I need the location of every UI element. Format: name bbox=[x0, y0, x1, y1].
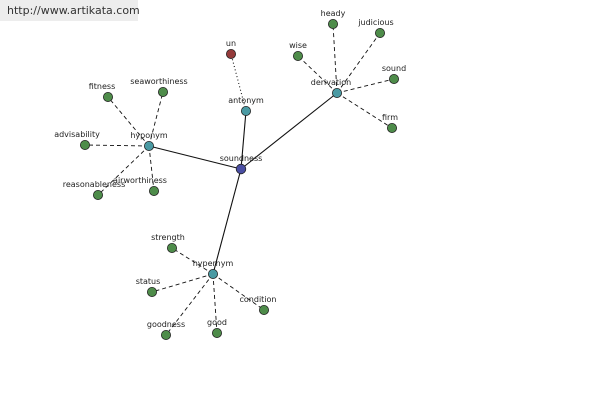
node-heady[interactable] bbox=[327, 18, 338, 29]
edge-antonym-un bbox=[230, 53, 247, 112]
node-good[interactable] bbox=[211, 327, 222, 338]
label-airworthiness: airworthiness bbox=[113, 176, 167, 185]
node-advisability[interactable] bbox=[80, 139, 91, 150]
edge-center-hyponym bbox=[148, 145, 242, 170]
nodes-layer bbox=[80, 18, 399, 340]
node-judicious[interactable] bbox=[374, 27, 385, 38]
edge-hyponym-seaworthiness bbox=[148, 91, 164, 147]
node-airworthiness[interactable] bbox=[148, 185, 159, 196]
edge-center-hypernym bbox=[212, 168, 242, 275]
label-condition: condition bbox=[240, 295, 277, 304]
label-goodness: goodness bbox=[147, 320, 185, 329]
edge-derivation-heady bbox=[332, 23, 338, 94]
node-seaworthiness[interactable] bbox=[157, 87, 168, 98]
node-antonym[interactable] bbox=[240, 106, 251, 117]
edge-hyponym-reasonableness bbox=[97, 145, 150, 196]
edge-hypernym-good bbox=[212, 273, 218, 334]
node-strength[interactable] bbox=[166, 242, 177, 253]
label-derivation: derivation bbox=[311, 78, 351, 87]
label-un: un bbox=[226, 39, 236, 48]
edges-layer bbox=[84, 23, 395, 336]
node-status[interactable] bbox=[146, 286, 157, 297]
node-goodness[interactable] bbox=[160, 329, 171, 340]
edge-hyponym-airworthiness bbox=[148, 145, 155, 192]
node-hyponym[interactable] bbox=[143, 140, 154, 151]
edge-derivation-judicious bbox=[336, 32, 381, 94]
edge-hypernym-goodness bbox=[165, 273, 214, 336]
label-advisability: advisability bbox=[54, 130, 100, 139]
node-un[interactable] bbox=[225, 49, 236, 60]
node-wise[interactable] bbox=[292, 51, 303, 62]
node-condition[interactable] bbox=[258, 304, 269, 315]
labels-layer: un heady judicious wise sound firm fitness seaw… bbox=[54, 9, 406, 329]
label-strength: strength bbox=[151, 233, 185, 242]
edge-derivation-sound bbox=[336, 78, 395, 94]
watermark-url: http://www.artikata.com bbox=[0, 0, 140, 21]
label-fitness: fitness bbox=[89, 82, 116, 91]
node-reasonableness[interactable] bbox=[93, 189, 104, 200]
label-soundness: soundness bbox=[220, 154, 263, 163]
label-judicious: judicious bbox=[357, 18, 393, 27]
node-firm[interactable] bbox=[386, 123, 397, 134]
node-derivation[interactable] bbox=[331, 88, 342, 99]
node-hypernym[interactable] bbox=[207, 268, 218, 279]
label-sound: sound bbox=[382, 64, 406, 73]
label-firm: firm bbox=[382, 113, 398, 122]
label-reasonableness: reasonableness bbox=[63, 180, 126, 189]
node-fitness[interactable] bbox=[103, 92, 114, 103]
edge-center-antonym bbox=[240, 110, 247, 170]
node-soundness[interactable] bbox=[235, 163, 247, 175]
edge-hyponym-advisability bbox=[84, 144, 150, 147]
label-seaworthiness: seaworthiness bbox=[130, 77, 187, 86]
label-status: status bbox=[136, 277, 161, 286]
edge-derivation-wise bbox=[297, 55, 338, 94]
label-heady: heady bbox=[321, 9, 346, 18]
edge-derivation-firm bbox=[336, 92, 393, 129]
label-hypernym: hypernym bbox=[193, 259, 234, 268]
label-good: good bbox=[207, 318, 227, 327]
edge-hypernym-strength bbox=[171, 247, 214, 275]
node-sound[interactable] bbox=[388, 74, 399, 85]
label-antonym: antonym bbox=[228, 96, 264, 105]
label-wise: wise bbox=[289, 41, 307, 50]
label-hyponym: hyponym bbox=[130, 131, 168, 140]
edge-center-derivation bbox=[240, 92, 338, 170]
edge-hyponym-fitness bbox=[107, 96, 150, 147]
edge-hypernym-condition bbox=[212, 273, 265, 311]
edge-hypernym-status bbox=[151, 273, 214, 293]
